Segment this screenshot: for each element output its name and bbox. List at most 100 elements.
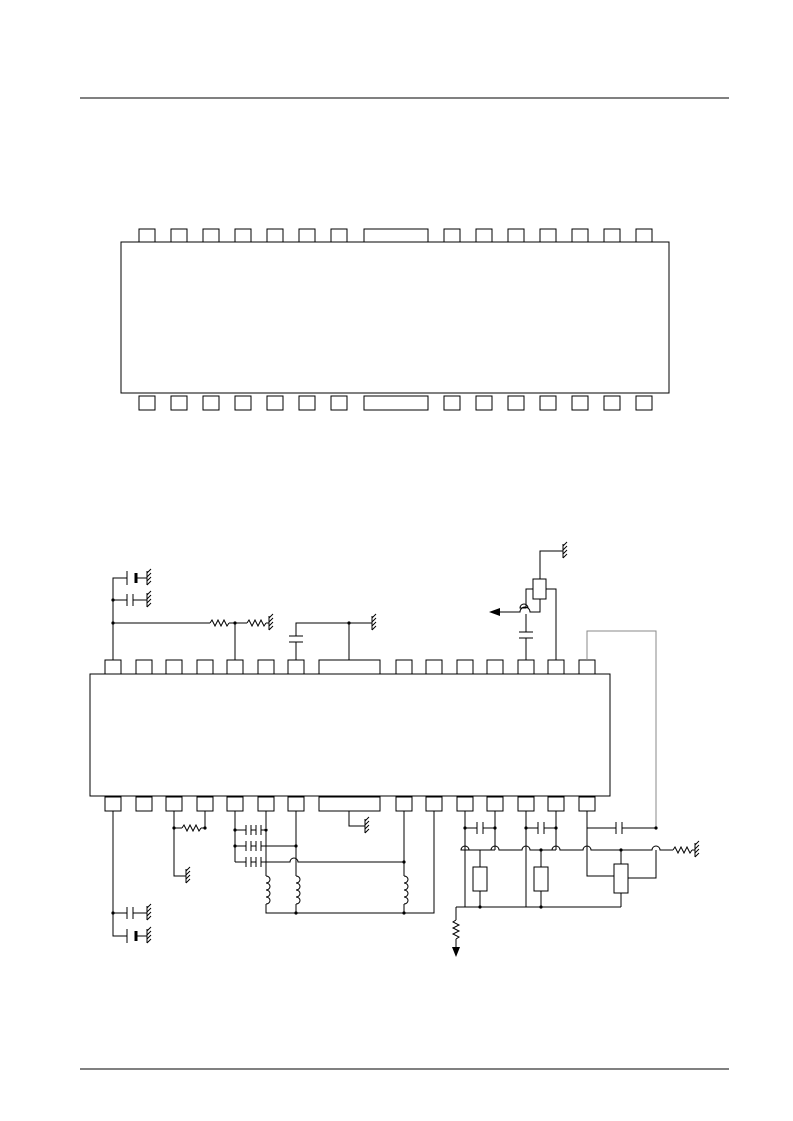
- pin: [578, 796, 596, 812]
- pin: [138, 228, 156, 243]
- pin: [266, 395, 284, 411]
- circuit-bottom-pins: [104, 796, 596, 812]
- pinout-bottom-pins: [138, 395, 653, 411]
- pin: [635, 395, 653, 411]
- pin: [578, 659, 596, 675]
- pin: [104, 796, 122, 812]
- junction-dot: [203, 826, 207, 830]
- pin: [425, 796, 443, 812]
- wire: [112, 577, 127, 660]
- circuit-top-pins: [104, 659, 596, 675]
- pin: [234, 228, 252, 243]
- junction-dot: [554, 826, 558, 830]
- top-left-network: [111, 568, 274, 660]
- resistor-icon: [181, 823, 202, 833]
- pin: [104, 659, 122, 675]
- pin: [475, 395, 493, 411]
- wire: [519, 603, 529, 609]
- wire: [546, 588, 557, 660]
- capacitor-icon: [289, 635, 303, 643]
- pin: [135, 796, 153, 812]
- wire: [460, 845, 673, 851]
- pin: [443, 228, 461, 243]
- junction-dot: [233, 828, 237, 832]
- bottom-right-network: [451, 811, 700, 957]
- pin: [330, 228, 348, 243]
- pinout-diagram: [120, 228, 670, 411]
- ic-body: [89, 673, 611, 797]
- junction-dot: [524, 826, 528, 830]
- pin: [507, 395, 525, 411]
- capacitor-icon: [245, 825, 252, 835]
- pin: [135, 659, 153, 675]
- ground-symbol-icon: [146, 568, 152, 586]
- capacitor-icon: [245, 841, 252, 851]
- pin-wide: [363, 395, 429, 411]
- resistor-icon: [451, 919, 461, 940]
- pin: [165, 796, 183, 812]
- pin: [635, 228, 653, 243]
- ground-symbol-icon: [562, 541, 568, 559]
- pin: [603, 228, 621, 243]
- pin: [287, 796, 305, 812]
- wire: [539, 550, 563, 579]
- pin: [202, 228, 220, 243]
- wire: [201, 811, 206, 829]
- pin: [517, 659, 535, 675]
- pin: [298, 228, 316, 243]
- pin: [425, 659, 443, 675]
- pinout-top-pins: [138, 228, 653, 243]
- pin: [539, 395, 557, 411]
- pin: [196, 796, 214, 812]
- pin: [571, 395, 589, 411]
- ic-package-body: [120, 241, 670, 394]
- pin: [395, 659, 413, 675]
- application-circuit: [89, 541, 700, 957]
- inductor-icon: [403, 875, 409, 905]
- wire: [479, 849, 495, 867]
- potentiometer-icon: [532, 578, 547, 600]
- wire: [261, 857, 404, 863]
- capacitor-icon: [476, 822, 484, 834]
- capacitor-icon: [126, 907, 134, 919]
- capacitor-icon: [537, 822, 545, 834]
- junction-dot: [654, 826, 658, 830]
- wire: [348, 811, 365, 827]
- ground-symbol-icon: [694, 840, 700, 858]
- junction-dot: [463, 826, 467, 830]
- ground-symbol-icon: [268, 613, 274, 631]
- pin: [475, 228, 493, 243]
- pin: [547, 796, 565, 812]
- resistor-icon: [209, 618, 230, 628]
- junction-dot: [111, 598, 115, 602]
- pin: [257, 659, 275, 675]
- pin: [287, 659, 305, 675]
- pin: [456, 659, 474, 675]
- wire: [628, 850, 657, 879]
- pin: [170, 228, 188, 243]
- bottom-left-network: [111, 811, 435, 944]
- inductor-icon: [295, 875, 301, 905]
- ground-symbol-icon: [146, 903, 152, 921]
- wire: [525, 588, 533, 605]
- ground-symbol-icon: [185, 866, 191, 884]
- wire: [295, 622, 372, 636]
- pin: [443, 395, 461, 411]
- pin: [571, 228, 589, 243]
- pin: [395, 796, 413, 812]
- wire: [586, 811, 614, 877]
- potentiometer-icon: [613, 863, 629, 894]
- capacitor-icon: [126, 594, 134, 606]
- junction-dot: [539, 848, 543, 852]
- pin: [170, 395, 188, 411]
- wire: [500, 605, 541, 613]
- pin: [257, 796, 275, 812]
- junction-dot: [493, 826, 497, 830]
- junction-dot: [478, 905, 482, 909]
- junction-dot: [539, 905, 543, 909]
- pin: [486, 659, 504, 675]
- ground-symbol-icon: [146, 590, 152, 608]
- capacitor-icon: [615, 822, 623, 834]
- pin: [138, 395, 156, 411]
